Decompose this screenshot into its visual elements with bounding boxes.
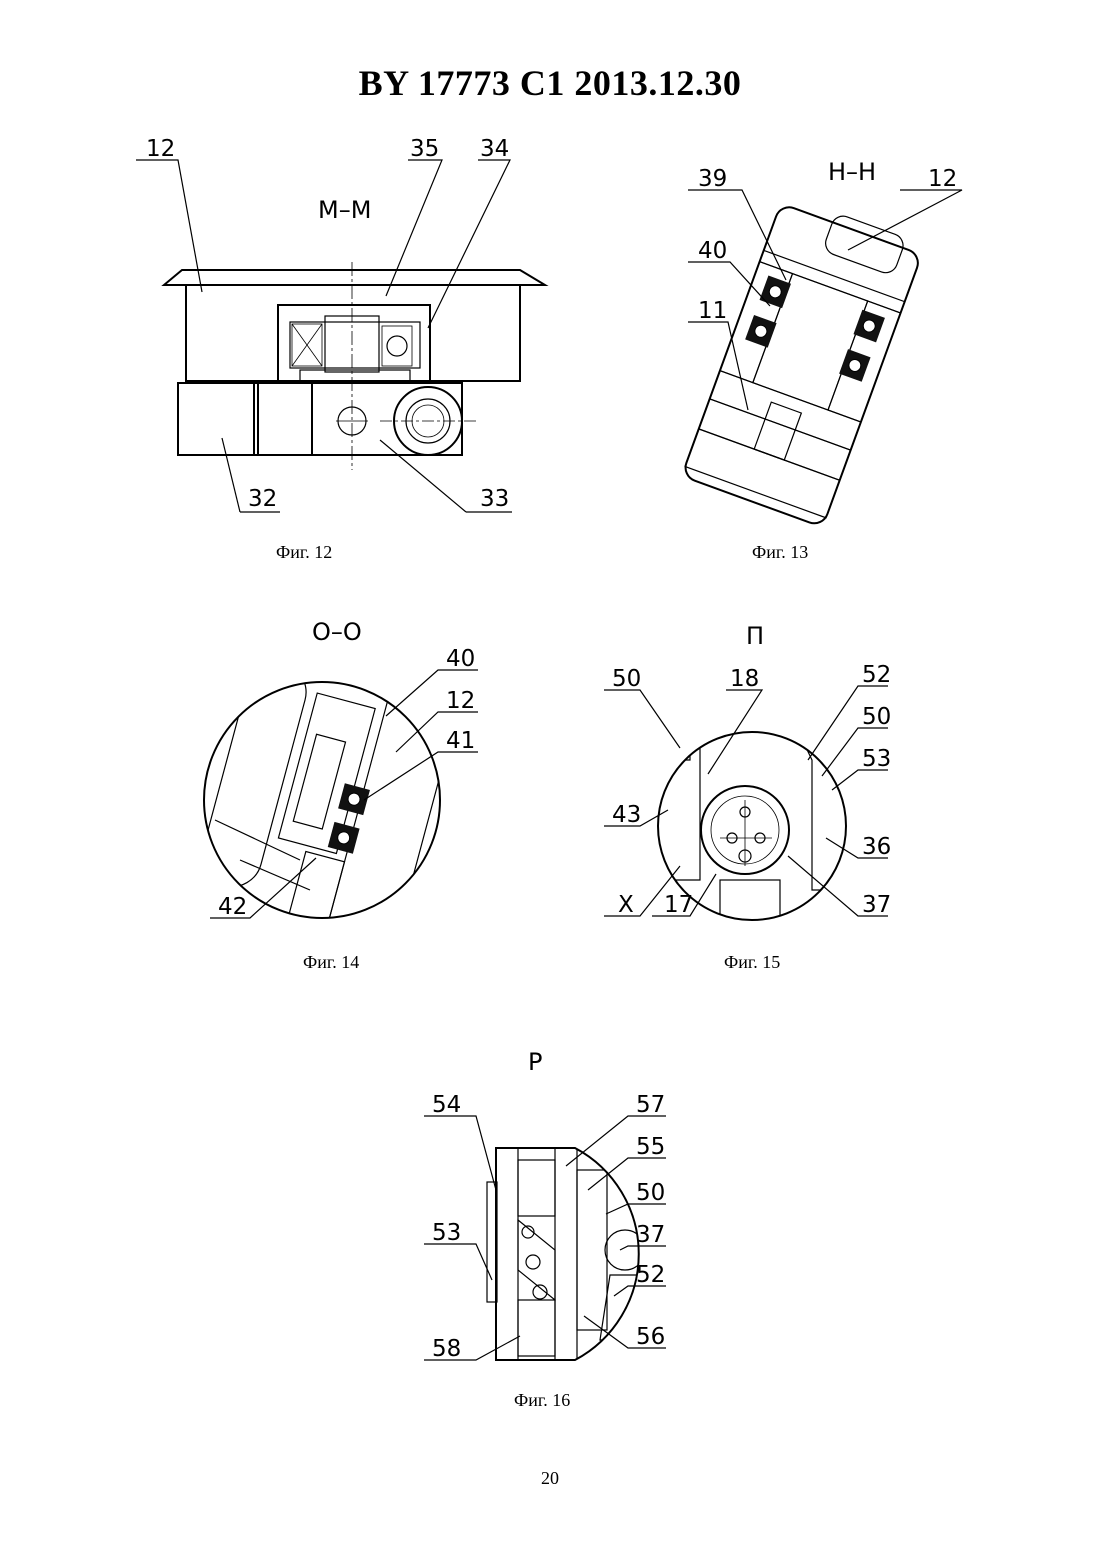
fig12-label-32: 32 <box>248 486 277 512</box>
fig13-label-11: 11 <box>698 298 727 324</box>
fig16-label-52: 52 <box>636 1262 665 1288</box>
fig12-caption: Фиг. 12 <box>276 542 332 563</box>
fig14-label-12: 12 <box>446 688 475 714</box>
fig14-section-title: О–О <box>312 618 362 646</box>
figure-16: Р 54 57 55 50 53 37 52 58 <box>424 1048 666 1362</box>
fig16-label-56: 56 <box>636 1324 665 1350</box>
figure-14: О–О 40 12 41 42 <box>188 618 478 961</box>
fig15-label-17: 17 <box>664 892 693 918</box>
figure-15: П 50 18 52 50 53 43 36 X 17 37 <box>604 622 891 920</box>
fig14-label-40: 40 <box>446 646 475 672</box>
fig15-label-37: 37 <box>862 892 891 918</box>
fig15-label-53: 53 <box>862 746 891 772</box>
fig16-label-54: 54 <box>432 1092 461 1118</box>
fig15-section-title: П <box>746 622 764 650</box>
fig15-caption: Фиг. 15 <box>724 952 780 973</box>
figure-13: Н–Н 39 12 40 11 <box>682 158 962 527</box>
fig12-label-35: 35 <box>410 136 439 162</box>
fig14-label-42: 42 <box>218 894 247 920</box>
fig13-label-40: 40 <box>698 238 727 264</box>
fig12-label-12: 12 <box>146 136 175 162</box>
fig16-label-58: 58 <box>432 1336 461 1362</box>
fig16-label-50: 50 <box>636 1180 665 1206</box>
fig16-section-title: Р <box>528 1048 542 1076</box>
fig16-label-53: 53 <box>432 1220 461 1246</box>
figure-12: М–М 12 35 34 32 33 <box>136 136 545 512</box>
fig14-label-41: 41 <box>446 728 475 754</box>
fig12-label-33: 33 <box>480 486 509 512</box>
fig14-caption: Фиг. 14 <box>303 952 359 973</box>
fig15-label-18: 18 <box>730 666 759 692</box>
fig13-caption: Фиг. 13 <box>752 542 808 563</box>
fig15-label-x: X <box>618 892 634 918</box>
page-number: 20 <box>0 1468 1100 1489</box>
fig12-label-34: 34 <box>480 136 509 162</box>
fig16-label-55: 55 <box>636 1134 665 1160</box>
fig13-label-12: 12 <box>928 166 957 192</box>
fig13-section-title: Н–Н <box>828 158 876 186</box>
fig15-label-50b: 50 <box>862 704 891 730</box>
fig15-label-52: 52 <box>862 662 891 688</box>
fig15-label-43: 43 <box>612 802 641 828</box>
fig16-label-37: 37 <box>636 1222 665 1248</box>
fig16-label-57: 57 <box>636 1092 665 1118</box>
fig13-label-39: 39 <box>698 166 727 192</box>
fig12-section-title: М–М <box>318 196 371 224</box>
fig16-caption: Фиг. 16 <box>514 1390 570 1411</box>
fig15-label-50a: 50 <box>612 666 641 692</box>
fig15-label-36: 36 <box>862 834 891 860</box>
